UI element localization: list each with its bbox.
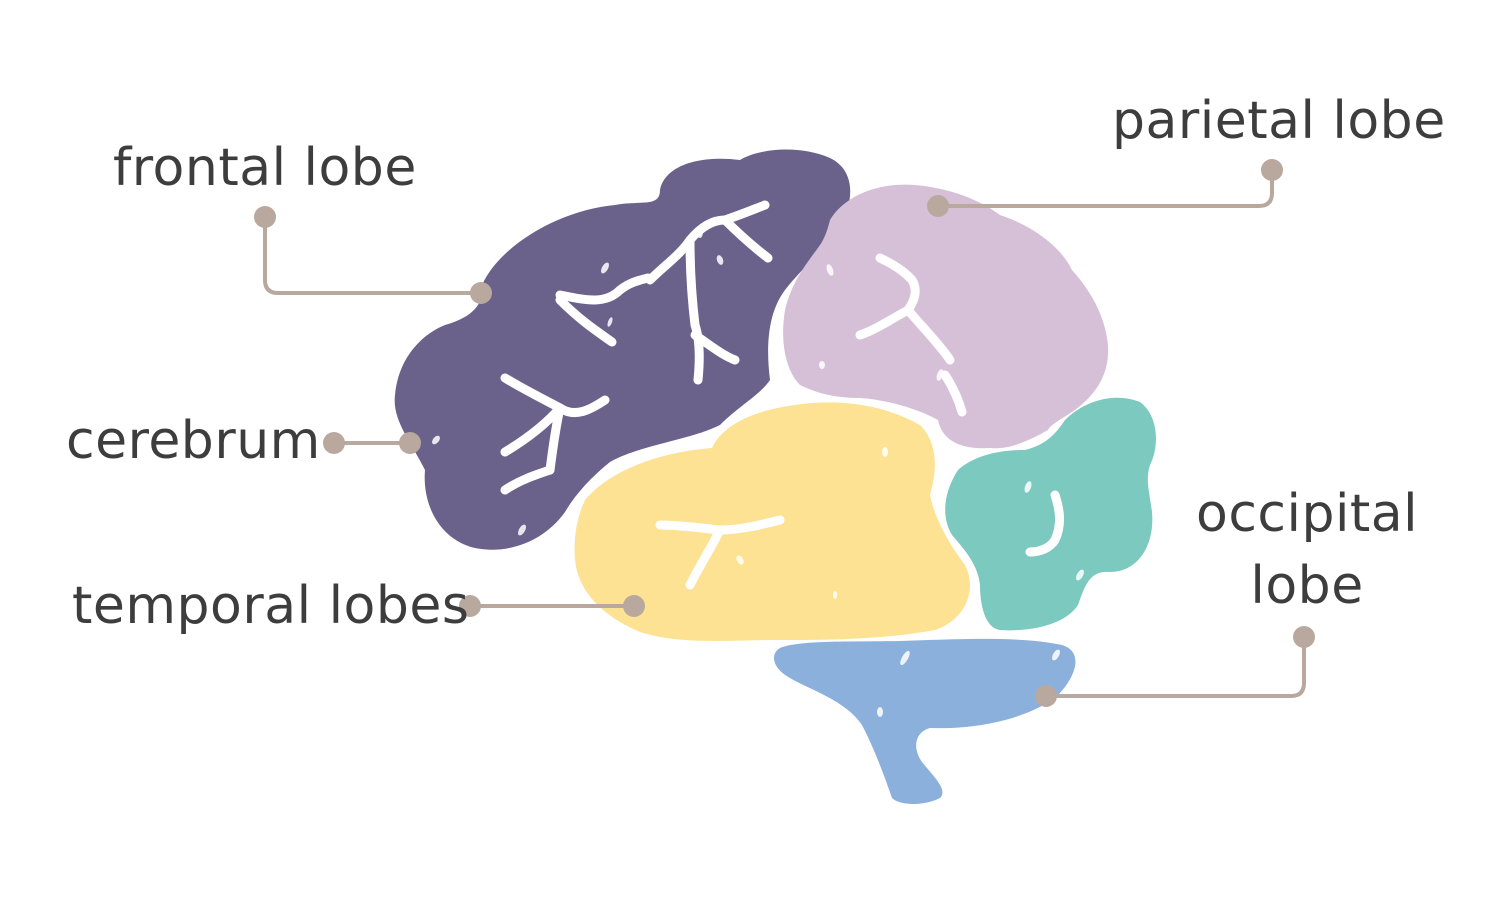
parietal-lobe-region [783,184,1109,449]
occipital-lobe-label: occipital lobe [1196,488,1418,612]
occipital-label-line2: lobe [1250,556,1364,616]
temporal-dot-end [623,595,645,617]
parietal-lobe-label: parietal lobe [1112,91,1446,151]
temporal-lobes-label: temporal lobes [72,576,470,636]
cerebrum-dot-end [399,432,421,454]
cerebellum-region [774,638,1076,804]
occipital-dot-start [1293,626,1315,648]
frontal-lobe-label: frontal lobe [113,138,417,198]
parietal-dot-end [927,195,949,217]
occipital-lobe-region [945,397,1156,631]
texture-specks [432,226,1084,717]
leader-dots [254,159,1315,707]
parietal-leader-line [936,168,1274,208]
frontal-leader-line [263,215,483,295]
occipital-dot-end [1035,685,1057,707]
sulci [500,200,1064,590]
leader-lines [263,168,1306,698]
parietal-dot-start [1261,159,1283,181]
occipital-leader-line [1044,635,1306,698]
cerebrum-label: cerebrum [66,411,321,471]
cerebrum-dot-start [323,432,345,454]
frontal-dot-end [470,282,492,304]
temporal-dot-start [459,595,481,617]
occipital-label-line1: occipital [1196,484,1419,544]
frontal-dot-start [254,206,276,228]
